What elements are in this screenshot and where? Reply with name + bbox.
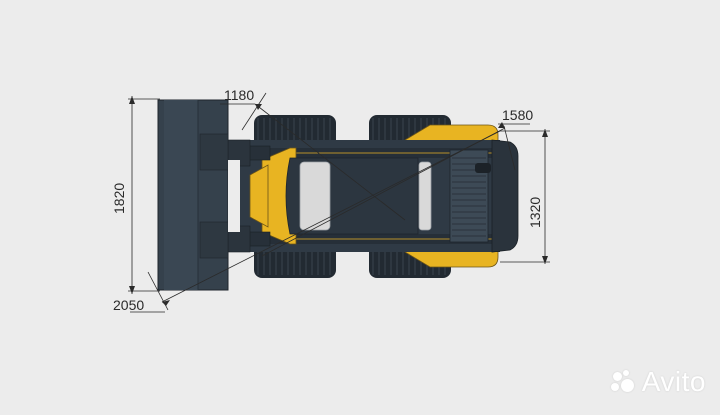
avito-dots-icon <box>610 370 639 394</box>
dimension-lines <box>128 92 550 313</box>
cab-window <box>299 161 331 231</box>
dimension-1320-label: 1320 <box>527 196 543 228</box>
rear-window <box>418 161 432 231</box>
dimension-2050-label: 2050 <box>113 297 145 313</box>
avito-watermark: Avito <box>610 366 706 398</box>
dimension-1180-label: 1180 <box>224 87 255 103</box>
avito-logo-text: Avito <box>641 366 706 397</box>
rear-counterweight <box>491 139 519 253</box>
dimension-arrows <box>129 96 548 306</box>
dimension-1580-label: 1580 <box>502 107 534 123</box>
dimension-1820-label: 1820 <box>111 182 127 214</box>
